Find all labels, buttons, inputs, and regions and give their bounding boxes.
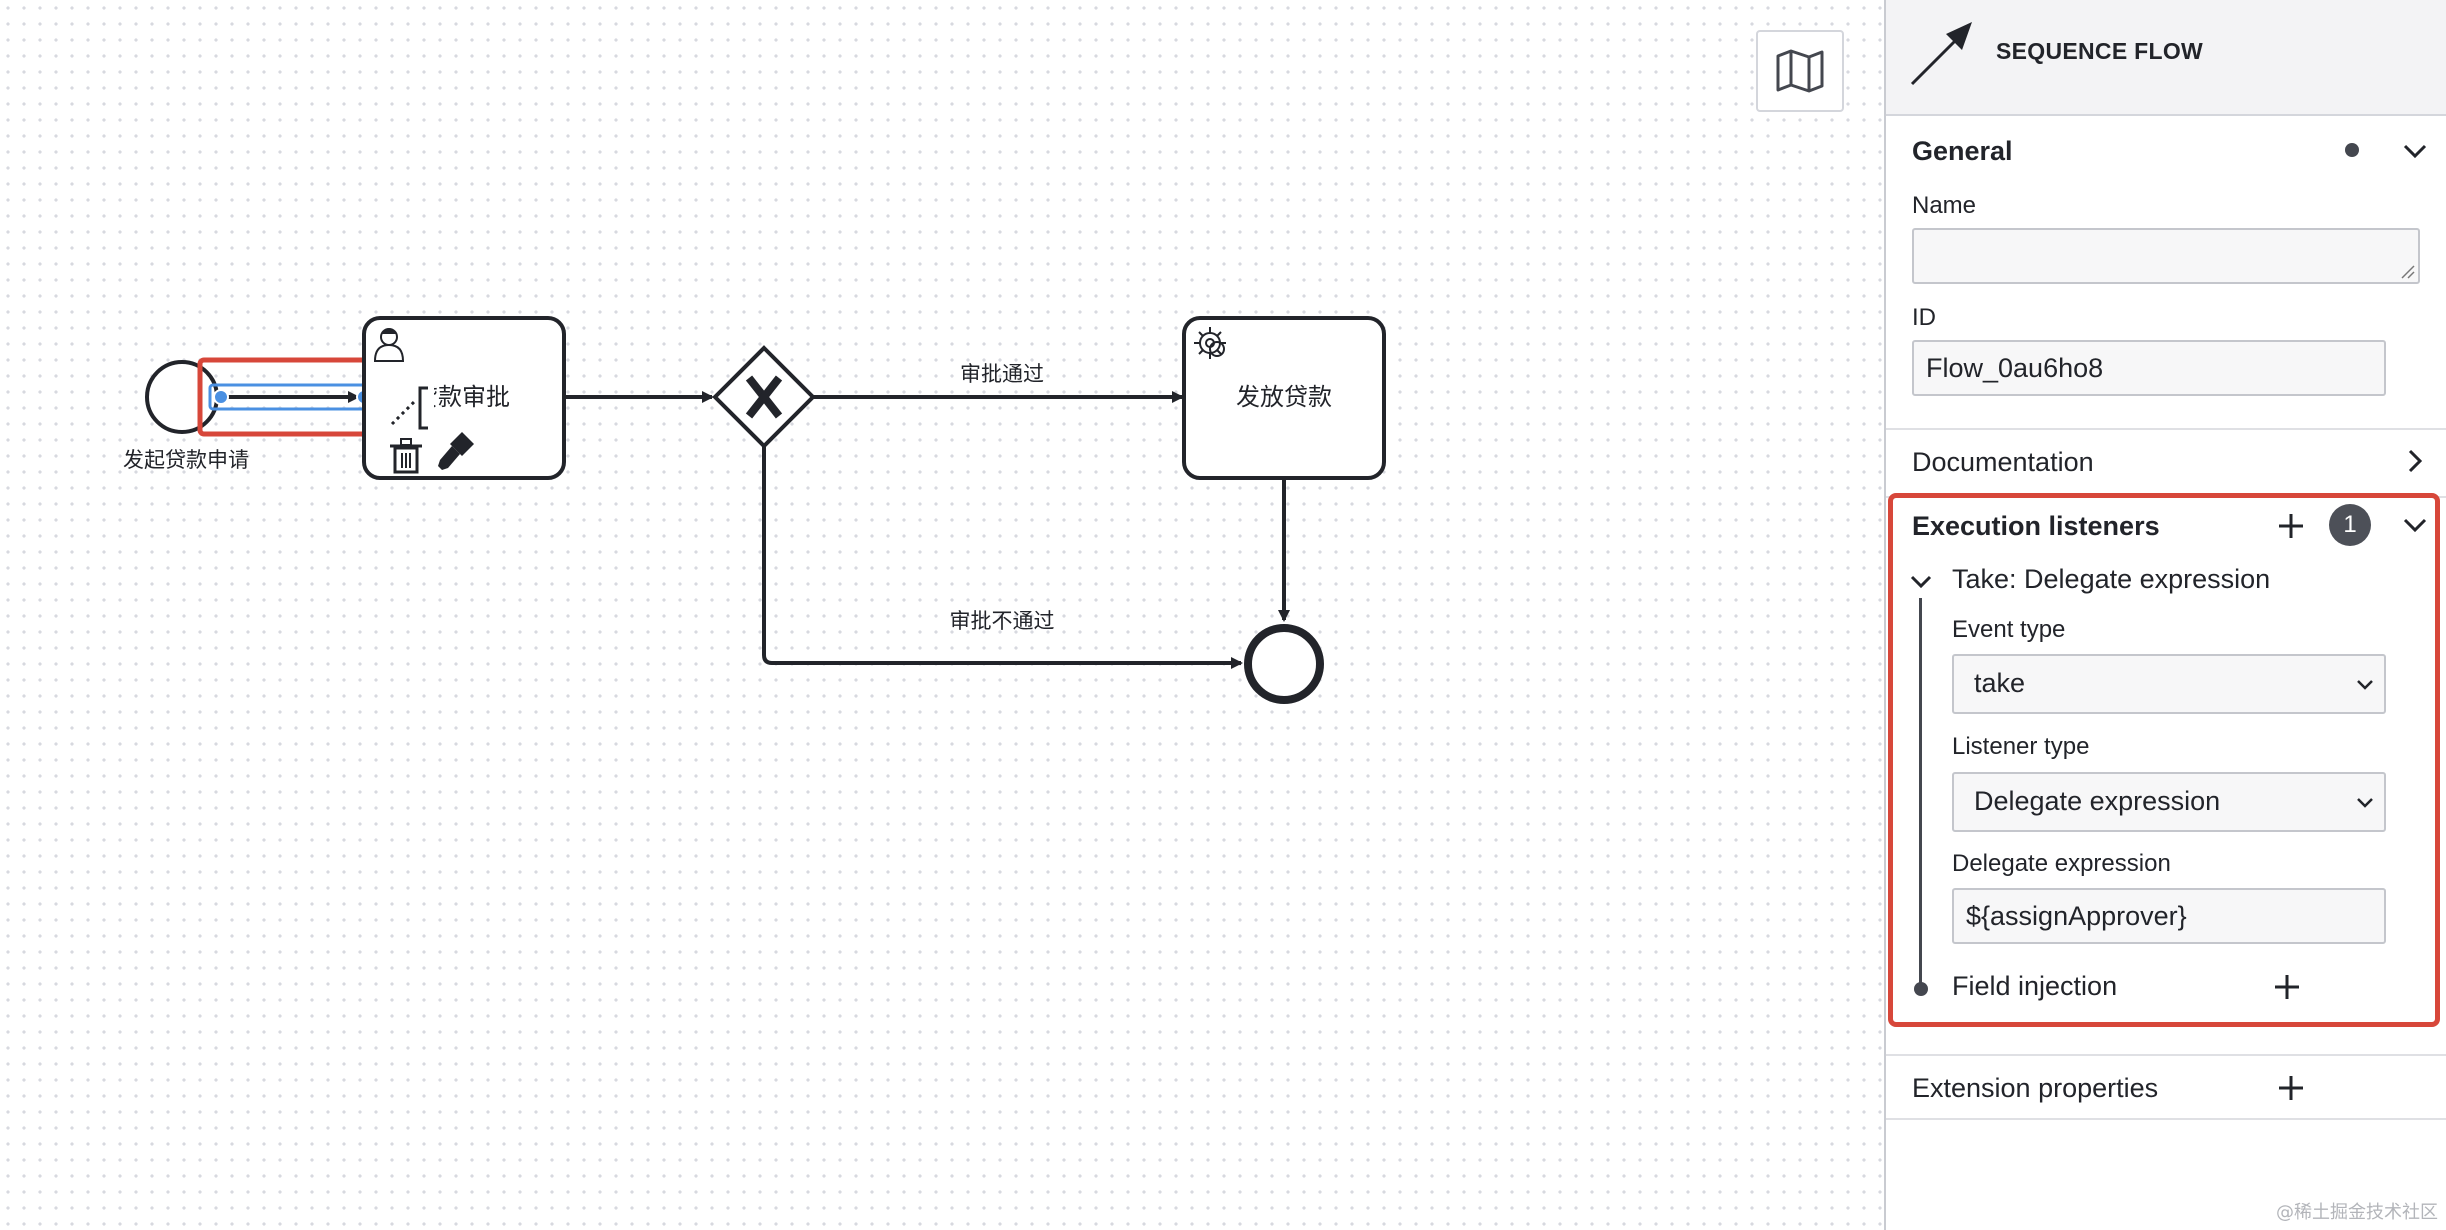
properties-panel: SEQUENCE FLOW General Name ID Flow_0au6h… xyxy=(1884,0,2446,1230)
flow-rejected-label: 审批不通过 xyxy=(950,609,1055,633)
id-input[interactable]: Flow_0au6ho8 xyxy=(1912,340,2386,396)
listener-count-badge: 1 xyxy=(2329,504,2371,546)
trash-icon[interactable] xyxy=(390,438,422,474)
name-input[interactable] xyxy=(1912,228,2420,284)
listener-type-select[interactable]: Delegate expression xyxy=(1952,772,2386,832)
id-label: ID xyxy=(1912,304,1936,331)
delegate-expression-input[interactable]: ${assignApprover} xyxy=(1952,888,2386,944)
map-icon xyxy=(1776,49,1824,93)
general-group-title[interactable]: General xyxy=(1912,136,2013,166)
user-icon xyxy=(373,328,405,362)
release-service-task[interactable] xyxy=(1182,316,1386,480)
sequence-flow-icon xyxy=(1910,22,1972,86)
data-indicator-dot xyxy=(2345,143,2359,157)
context-pad-background xyxy=(378,372,434,432)
flow-approved-label: 审批通过 xyxy=(960,362,1044,386)
field-injection-title[interactable]: Field injection xyxy=(1952,971,2118,1001)
approval-user-task[interactable] xyxy=(362,316,566,480)
documentation-group-title[interactable]: Documentation xyxy=(1912,447,2094,477)
delegate-expression-label: Delegate expression xyxy=(1952,850,2171,877)
flow-rejected[interactable] xyxy=(762,446,1243,669)
divider xyxy=(1886,496,2446,498)
listener-item-title[interactable]: Take: Delegate expression xyxy=(1952,564,2271,594)
chevron-down-icon[interactable] xyxy=(2400,136,2430,166)
bpmn-diagram: 发起贷款申请 贷款审批 xyxy=(123,316,1386,704)
divider xyxy=(1886,428,2446,430)
gateway-x-icon xyxy=(745,375,783,419)
chevron-right-icon[interactable] xyxy=(2400,446,2430,476)
panel-header-title: SEQUENCE FLOW xyxy=(1996,38,2204,64)
select-chevron-icon xyxy=(2357,798,2373,808)
waypoint-handle-start[interactable] xyxy=(213,389,229,405)
extension-properties-group-title[interactable]: Extension properties xyxy=(1912,1073,2159,1103)
event-type-select[interactable]: take xyxy=(1952,654,2386,714)
event-type-label: Event type xyxy=(1952,616,2066,643)
execution-listeners-group-title[interactable]: Execution listeners xyxy=(1912,511,2160,541)
select-chevron-icon xyxy=(2357,680,2373,690)
add-listener-icon[interactable] xyxy=(2276,511,2306,541)
end-event[interactable] xyxy=(1244,624,1324,704)
minimap-toggle-button[interactable] xyxy=(1756,30,1844,112)
name-label: Name xyxy=(1912,192,1977,219)
start-event-label: 发起贷款申请 xyxy=(123,448,249,472)
paintbrush-icon[interactable] xyxy=(438,432,474,470)
diagram-canvas[interactable]: 发起贷款申请 贷款审批 xyxy=(0,0,1884,1230)
tree-end-dot xyxy=(1914,982,1928,996)
resize-handle-icon[interactable] xyxy=(2400,264,2416,280)
chevron-down-icon[interactable] xyxy=(2400,510,2430,540)
divider xyxy=(1886,1118,2446,1120)
listener-type-label: Listener type xyxy=(1952,733,2090,760)
panel-header: SEQUENCE FLOW xyxy=(1886,0,2446,116)
listener-tree-line xyxy=(1919,598,1922,986)
connect-tool-icon[interactable] xyxy=(390,386,428,430)
add-field-injection-icon[interactable] xyxy=(2272,972,2302,1002)
release-task-label: 发放贷款 xyxy=(1236,383,1332,411)
add-extension-property-icon[interactable] xyxy=(2276,1073,2306,1103)
divider xyxy=(1886,1054,2446,1056)
watermark: @稀土掘金技术社区 xyxy=(2276,1202,2438,1223)
start-event[interactable] xyxy=(145,360,219,434)
gear-icon xyxy=(1194,327,1226,359)
listener-collapse-chevron-icon[interactable] xyxy=(1908,568,1934,594)
